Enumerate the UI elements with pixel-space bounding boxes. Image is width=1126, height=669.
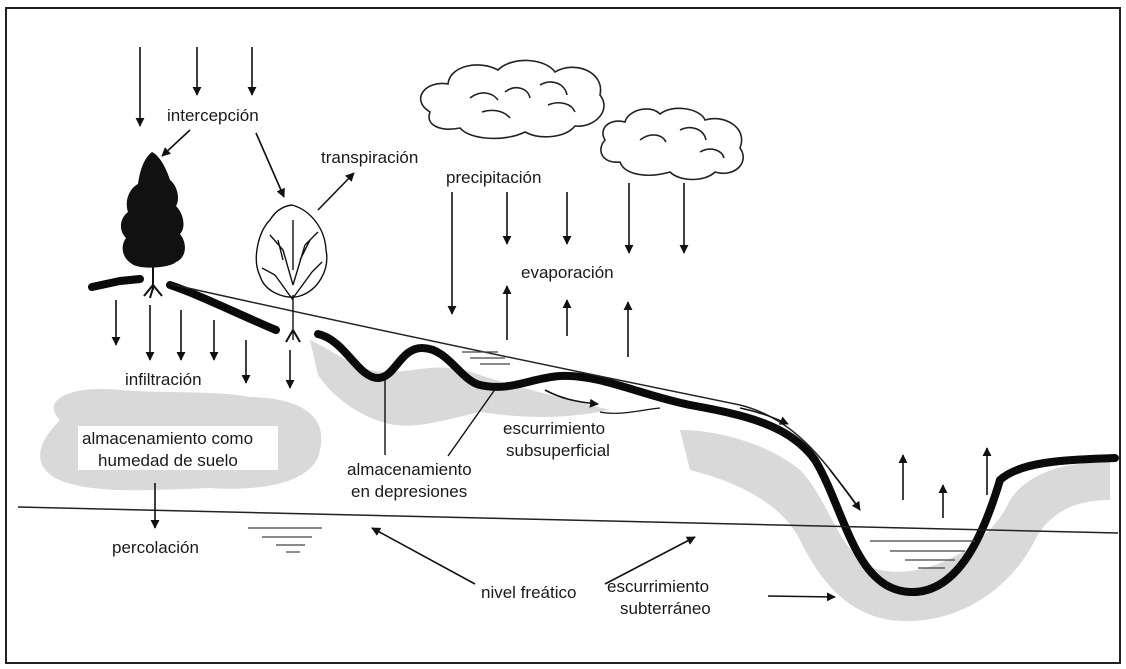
- deciduous-tree: [256, 205, 326, 342]
- label-infiltration: infiltración: [125, 370, 202, 389]
- subsurface-runoff-curve: [600, 408, 660, 413]
- cloud-right: [601, 108, 743, 179]
- label-groundwater-runoff-line1: escurrimiento: [607, 577, 709, 596]
- label-soil-storage-line1: almacenamiento como: [82, 429, 253, 448]
- water-table-pointers: [372, 528, 695, 584]
- label-soil-storage-line2: humedad de suelo: [98, 451, 238, 470]
- soil-moisture-band-middle: [310, 340, 610, 426]
- label-transpiration: transpiración: [321, 148, 418, 167]
- ground-segment-slope: [170, 285, 276, 330]
- groundwater-runoff-arrow: [768, 596, 835, 597]
- label-precipitation: precipitación: [446, 168, 541, 187]
- label-groundwater-runoff-line2: subterráneo: [620, 599, 711, 618]
- transpiration-arrow: [318, 173, 354, 210]
- deciduous-tree-branches: [262, 220, 322, 340]
- cloud-left: [421, 60, 604, 138]
- deciduous-tree-crown: [256, 205, 326, 297]
- conifer-tree-crown: [121, 152, 185, 268]
- label-subsurface-runoff-line1: escurrimiento: [503, 419, 605, 438]
- label-percolation: percolación: [112, 538, 199, 557]
- arrows-precipitation: [452, 183, 684, 314]
- label-depression-storage-line1: almacenamiento: [347, 460, 472, 479]
- label-depression-storage-line2: en depresiones: [351, 482, 467, 501]
- label-subsurface-runoff-line2: subsuperficial: [506, 441, 610, 460]
- label-interception: intercepción: [167, 106, 259, 125]
- ground-segment-left: [92, 279, 140, 287]
- label-water-table: nivel freático: [481, 583, 576, 602]
- label-evaporation: evaporación: [521, 263, 614, 282]
- water-table-line: [18, 507, 1118, 533]
